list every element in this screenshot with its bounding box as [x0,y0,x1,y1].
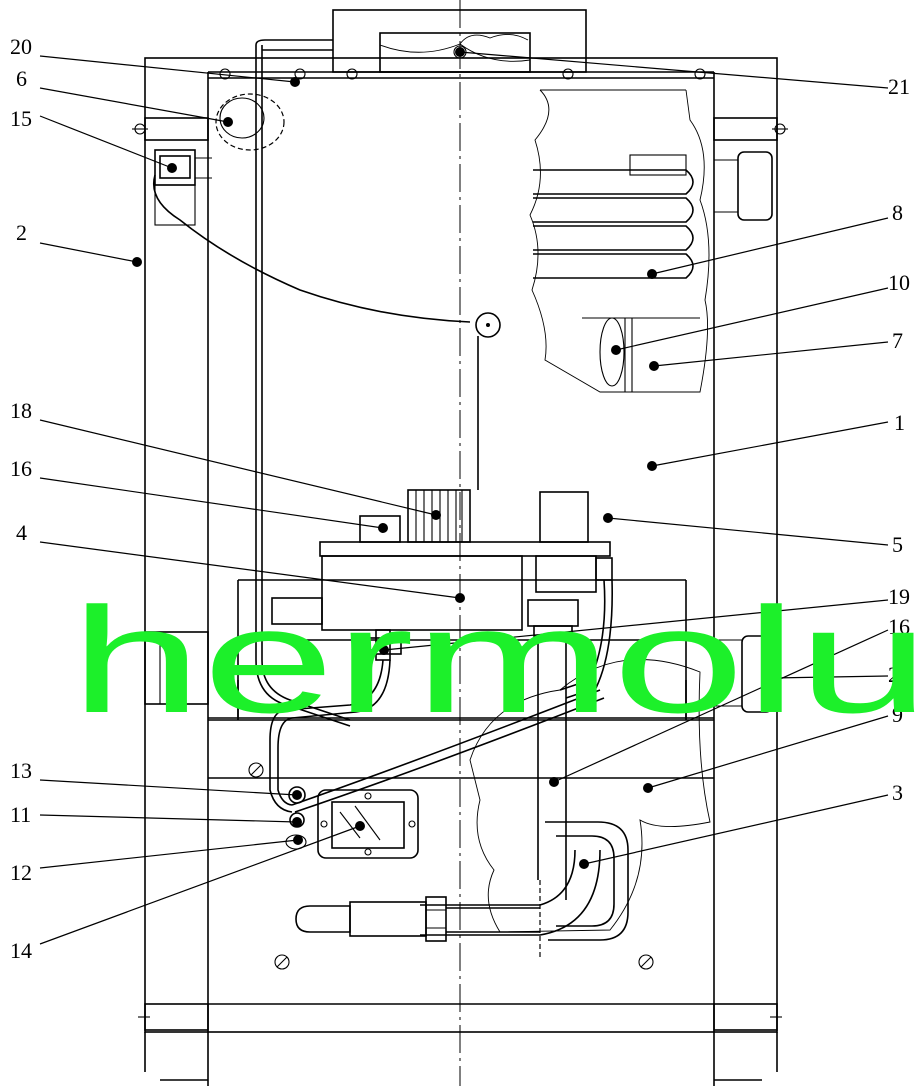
callout-4: 4 [16,520,27,545]
leader-lines [39,47,889,945]
cover-screws [219,68,706,80]
left-top-fittings [154,93,285,226]
callout-13: 12 [10,860,32,885]
capillary-tube [153,174,471,323]
watermark-text: hermolu [70,576,920,744]
callout-1: 1 [894,410,905,435]
inner-walls [207,71,715,1032]
long-tube-inner [255,45,351,727]
callout-20: 18 [10,398,32,423]
viewing-window [317,789,419,859]
callout-2: 2 [16,220,27,245]
callout-21: 19 [888,584,910,609]
bottom-rails [138,1003,782,1031]
callout-18: 15 [10,106,32,131]
callout-9: 9 [892,702,903,727]
pilot-tubes [248,659,605,850]
callout-16: 16 [888,614,910,639]
burner-tube [295,896,540,942]
thermostat-bulb [475,312,501,338]
callout-labels: 20 6 15 2 18 16 4 13 11 12 14 21 8 10 7 … [10,34,910,963]
callout-10: 20 [10,34,32,59]
callout-19: 16 [10,456,32,481]
callout-11: 10 [888,270,910,295]
callout-14: 13 [10,758,32,783]
top-brackets [132,117,788,141]
heat-exchanger-cutaway [529,89,710,393]
callout-12: 11 [10,802,31,827]
callout-7: 7 [892,328,903,353]
callout-8: 8 [892,200,903,225]
callout-23: 22 [888,662,910,687]
callout-3: 3 [892,780,903,805]
burner-cutaway [420,659,711,960]
callout-6: 6 [16,66,27,91]
callout-5: 5 [892,532,903,557]
gas-valve [271,489,613,699]
callout-15: 14 [10,938,32,963]
long-tube-outer [261,45,351,721]
callout-22: 21 [888,74,910,99]
